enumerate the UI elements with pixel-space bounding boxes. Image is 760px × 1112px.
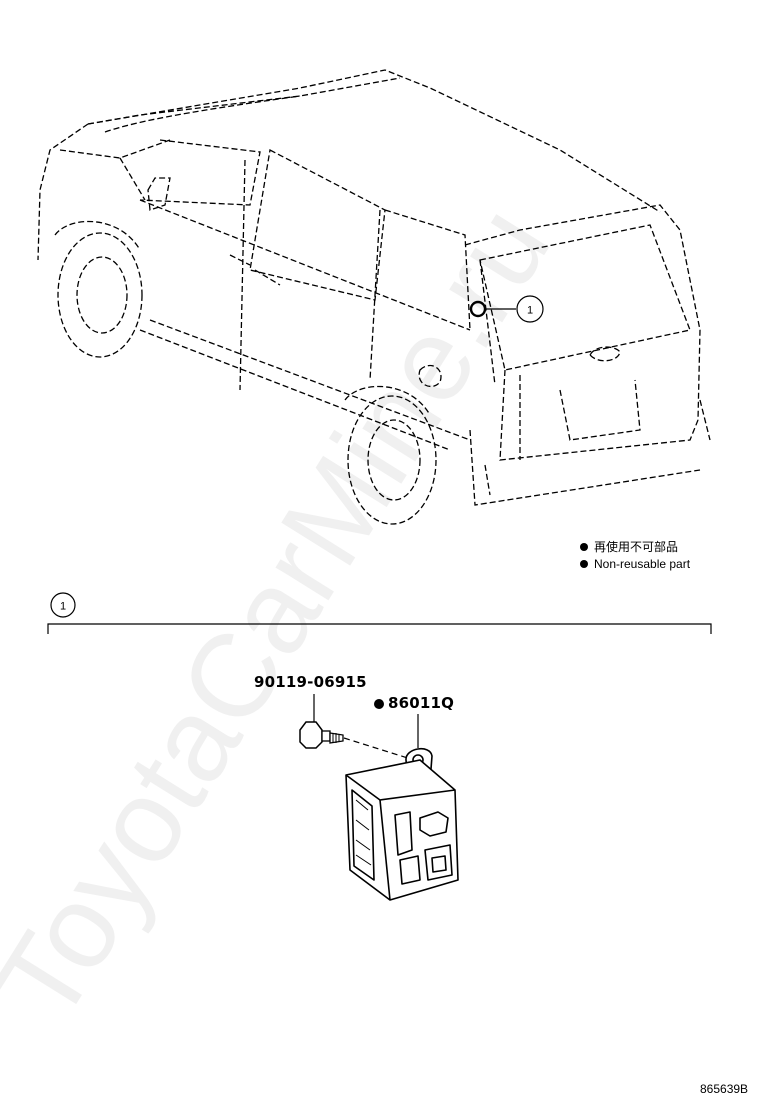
non-reusable-dot-icon (580, 559, 588, 568)
callout-circle-vehicle (516, 295, 544, 323)
legend: 再使用不可部品 Non-reusable part (580, 539, 690, 573)
component-part-number[interactable]: 86011Q (388, 694, 455, 712)
legend-text-japanese: 再使用不可部品 (594, 540, 679, 554)
component-part (345, 714, 459, 901)
callout-number-detail: 1 (60, 601, 66, 613)
detail-section-header: 1 (47, 592, 712, 634)
legend-row-japanese: 再使用不可部品 (580, 539, 690, 556)
non-reusable-dot-icon (580, 542, 588, 551)
location-marker: 1 (469, 295, 544, 323)
figure-code: 865639B (700, 1082, 749, 1096)
vehicle-phantom-outline (37, 69, 711, 525)
legend-row-english: Non-reusable part (580, 556, 690, 573)
callout-number-vehicle: 1 (527, 305, 533, 317)
legend-text-english: Non-reusable part (594, 557, 691, 571)
bolt-part (299, 694, 415, 761)
callout-circle-detail (50, 592, 76, 618)
non-reusable-marker-icon (374, 699, 384, 709)
bolt-part-number[interactable]: 90119-06915 (254, 673, 367, 691)
